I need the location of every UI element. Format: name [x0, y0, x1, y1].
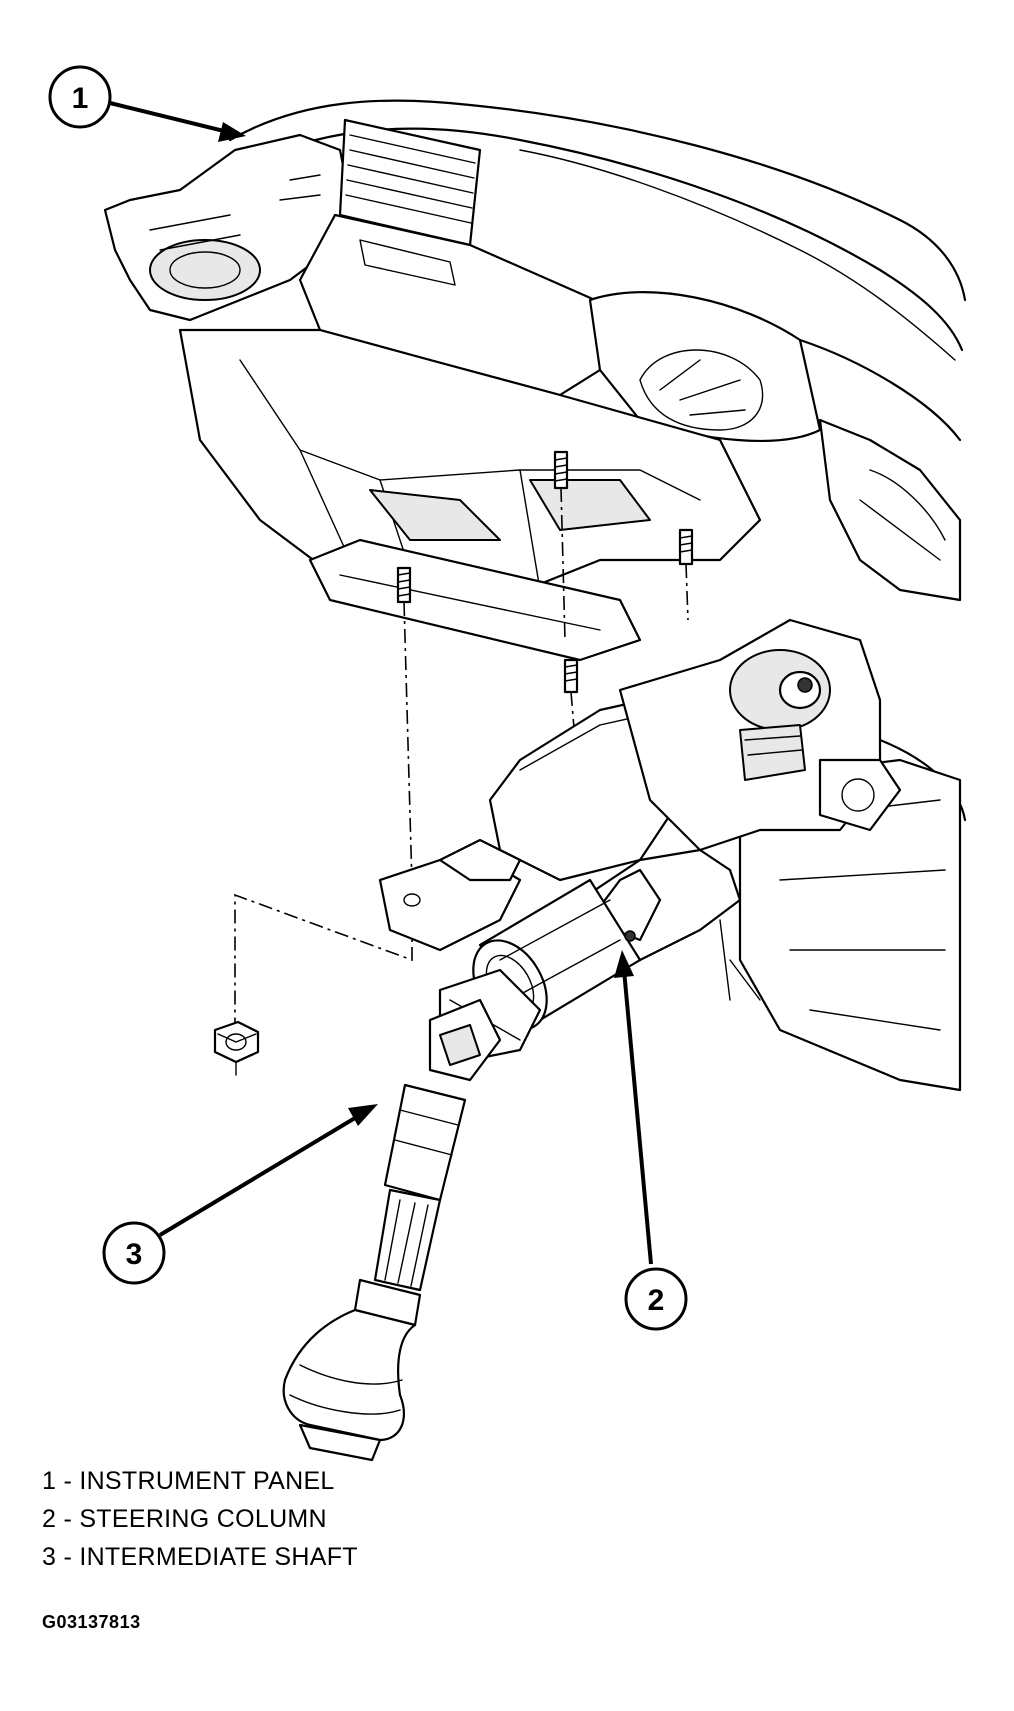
legend-item-steering-column: 2 - STEERING COLUMN: [42, 1505, 327, 1533]
callout-3: 3: [102, 1104, 378, 1285]
legend-item-instrument-panel: 1 - INSTRUMENT PANEL: [42, 1467, 335, 1495]
callout-3-arrowhead: [348, 1104, 378, 1126]
callout-1-number: 1: [72, 82, 89, 115]
steering-column-diagram: 1 2 3: [48, 65, 967, 1462]
callout-2-number: 2: [648, 1284, 665, 1317]
legend: 1 - INSTRUMENT PANEL 2 - STEERING COLUMN…: [42, 1462, 942, 1576]
legend-item-intermediate-shaft: 3 - INTERMEDIATE SHAFT: [42, 1543, 358, 1571]
figure-code: G03137813: [42, 1612, 141, 1632]
hex-nut: [213, 1020, 260, 1076]
callout-1-arrowhead: [218, 122, 246, 142]
intermediate-shaft-drawing: [282, 998, 502, 1462]
callout-2: 2: [614, 950, 688, 1331]
callout-1: 1: [48, 65, 246, 142]
mounting-studs: [396, 450, 694, 694]
callout-2-arrowhead: [614, 950, 634, 978]
callout-3-number: 3: [126, 1238, 143, 1271]
instrument-panel-drawing: [103, 99, 967, 1092]
